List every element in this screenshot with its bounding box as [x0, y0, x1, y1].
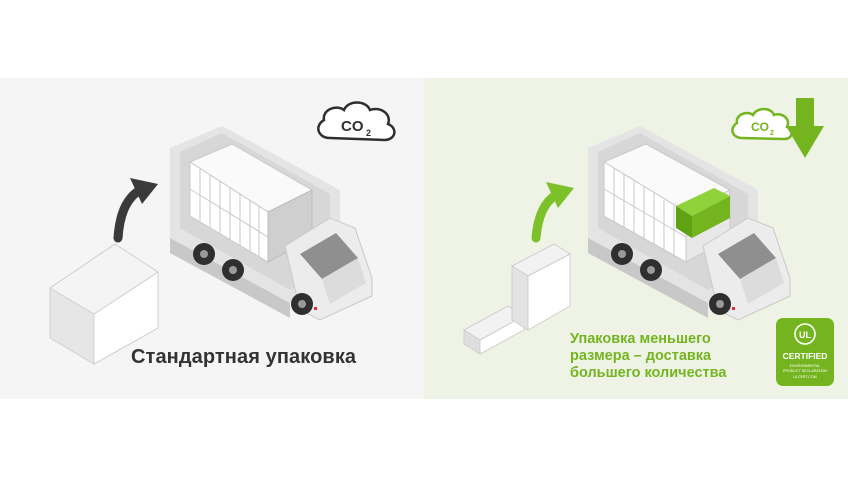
ul-logo: UL — [799, 330, 811, 340]
large-box — [49, 243, 159, 365]
co2-label: CO — [341, 118, 364, 135]
caption-line-2: размера – доставка — [570, 348, 712, 364]
smaller-illustration: CO 2 UL CERTIFIED ENVIRONMENTAL PRODUCT … — [463, 98, 834, 386]
truck-green-cargo-icon — [588, 126, 791, 321]
cert-line-2: PRODUCT DECLARATION — [783, 369, 827, 373]
cert-line-1: ENVIRONMENTAL — [790, 364, 821, 368]
standard-packaging-panel: CO 2 Стандартная упаковка — [0, 78, 424, 399]
caption-line-3: большего количества — [570, 365, 727, 381]
arrow-up-icon — [113, 178, 158, 243]
co2-reduction-icon: CO 2 — [731, 98, 824, 158]
co2-subscript: 2 — [366, 128, 371, 138]
certified-label: CERTIFIED — [783, 351, 828, 361]
caption-line-1: Упаковка меньшего — [570, 331, 711, 347]
co2-green-subscript: 2 — [770, 130, 774, 137]
co2-cloud-icon: CO 2 — [317, 101, 396, 142]
smaller-packaging-panel: CO 2 UL CERTIFIED ENVIRONMENTAL PRODUCT … — [424, 78, 848, 399]
smaller-packaging-caption: Упаковка меньшего размера – доставка бол… — [570, 331, 770, 382]
small-box — [463, 243, 572, 355]
ul-certified-badge: UL CERTIFIED ENVIRONMENTAL PRODUCT DECLA… — [776, 318, 834, 386]
truck-icon — [170, 126, 373, 321]
standard-illustration: CO 2 — [49, 101, 396, 365]
arrow-down-icon — [786, 98, 824, 158]
cert-line-3: ULCERT.COM — [793, 375, 816, 379]
co2-green-label: CO — [751, 120, 769, 134]
standard-packaging-caption: Стандартная упаковка — [131, 346, 357, 368]
arrow-up-green-icon — [531, 182, 574, 243]
